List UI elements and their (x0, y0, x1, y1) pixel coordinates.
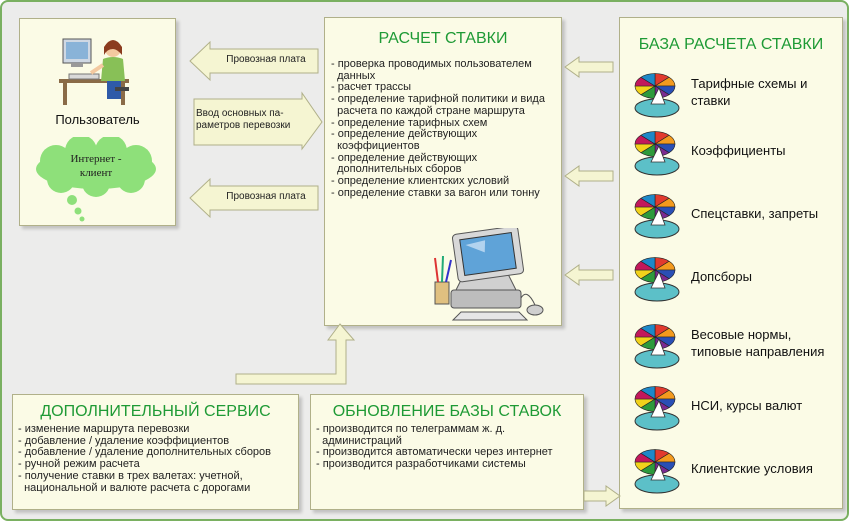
list-item: - изменение маршрута перевозки (18, 423, 190, 435)
list-item: - проверка проводимых пользователем (331, 58, 532, 70)
list-item: - определение тарифных схем (331, 116, 488, 129)
base-item: Клиентские условия (629, 440, 841, 496)
user-label: Пользователь (55, 112, 140, 127)
user-panel: Пользователь Интернет - клиент (19, 18, 176, 226)
arrow-update-to-base (583, 485, 621, 507)
arrow-input-params (193, 91, 323, 151)
base-item: Тарифные схемы и ставки (629, 64, 841, 120)
calc-title: РАСЧЕТ СТАВКИ (378, 30, 508, 47)
arrow-input-params-label: Ввод основных па- раметров перевозки (196, 108, 291, 131)
base-title: БАЗА РАСЧЕТА СТАВКИ (638, 36, 824, 53)
calc-panel: РАСЧЕТ СТАВКИ - проверка проводимых поль… (324, 17, 562, 326)
base-item-label: НСИ, курсы валют (691, 397, 803, 413)
list-item: администраций (316, 434, 402, 447)
base-item-label: Весовые нормы, типовые направления (691, 327, 825, 359)
list-item: данных (331, 69, 376, 82)
list-item: - добавление / удаление коэффициентов (18, 434, 230, 447)
list-item: - производится автоматически через интер… (316, 446, 553, 459)
list-item: - ручной режим расчета (18, 458, 140, 471)
base-item: Спецставки, запреты (629, 185, 841, 241)
pie-chart-database-icon (634, 449, 680, 494)
list-item: - производится по телеграммам ж. д. (316, 423, 506, 435)
arrow-base-to-calc-2 (564, 165, 614, 187)
computer-clipart-icon (434, 228, 544, 321)
list-item: - производится разработчиками системы (316, 458, 526, 471)
update-list: - производится по телеграммам ж. д. адми… (316, 423, 581, 471)
pie-chart-database-icon (634, 194, 680, 239)
calc-list: - проверка проводимых пользователем данн… (331, 58, 559, 199)
list-item: - определение тарифной политики и вида (331, 93, 545, 106)
base-item-label: Спецставки, запреты (691, 205, 819, 221)
update-panel: ОБНОВЛЕНИЕ БАЗЫ СТАВОК - производится по… (310, 394, 584, 510)
cloud-text: Интернет - клиент (70, 153, 122, 179)
pie-chart-database-icon (634, 73, 680, 118)
pie-chart-database-icon (634, 257, 680, 302)
list-item: - добавление / удаление дополнительных с… (18, 446, 272, 459)
list-item: дополнительных сборов (331, 163, 462, 176)
arrow-fee-bottom (189, 177, 319, 219)
service-list: - изменение маршрута перевозки- добавлен… (18, 423, 296, 494)
list-item: - определение действующих (331, 128, 478, 141)
list-item: расчета по каждой стране маршрута (331, 104, 525, 117)
service-panel: ДОПОЛНИТЕЛЬНЫЙ СЕРВИС - изменение маршру… (12, 394, 299, 510)
base-item-label: Коэффициенты (691, 142, 786, 158)
service-title: ДОПОЛНИТЕЛЬНЫЙ СЕРВИС (40, 403, 271, 420)
list-item: - определение ставки за вагон или тонну (331, 186, 540, 199)
list-item: - расчет трассы (331, 81, 412, 94)
arrow-fee-top (189, 40, 319, 82)
arrow-service-to-calc (235, 323, 356, 385)
update-title: ОБНОВЛЕНИЕ БАЗЫ СТАВОК (332, 403, 562, 420)
base-item: НСИ, курсы валют (629, 377, 841, 433)
list-item: - определение действующих (331, 151, 478, 164)
base-item-label: Тарифные схемы и ставки (691, 76, 808, 108)
thought-cloud-icon (36, 137, 156, 222)
base-item: Весовые нормы, типовые направления (629, 315, 841, 371)
user-at-computer-icon (59, 38, 129, 105)
base-item: Коэффициенты (629, 122, 841, 178)
arrow-base-to-calc-3 (564, 264, 614, 286)
arrow-base-to-calc-1 (564, 56, 614, 78)
base-item: Допсборы (629, 248, 841, 304)
pie-chart-database-icon (634, 324, 680, 369)
list-item: - определение клиентских условий (331, 175, 510, 188)
base-item-label: Допсборы (691, 268, 752, 284)
list-item: национальной и валюте расчета с дорогами (18, 481, 251, 494)
list-item: коэффициентов (331, 139, 420, 152)
arrow-fee-top-label: Провозная плата (226, 54, 306, 65)
pie-chart-database-icon (634, 386, 680, 431)
arrow-fee-bottom-label: Провозная плата (226, 191, 306, 202)
pie-chart-database-icon (634, 131, 680, 176)
list-item: - получение ставки в трех валетах: учетн… (18, 469, 243, 482)
base-item-label: Клиентские условия (691, 460, 813, 476)
